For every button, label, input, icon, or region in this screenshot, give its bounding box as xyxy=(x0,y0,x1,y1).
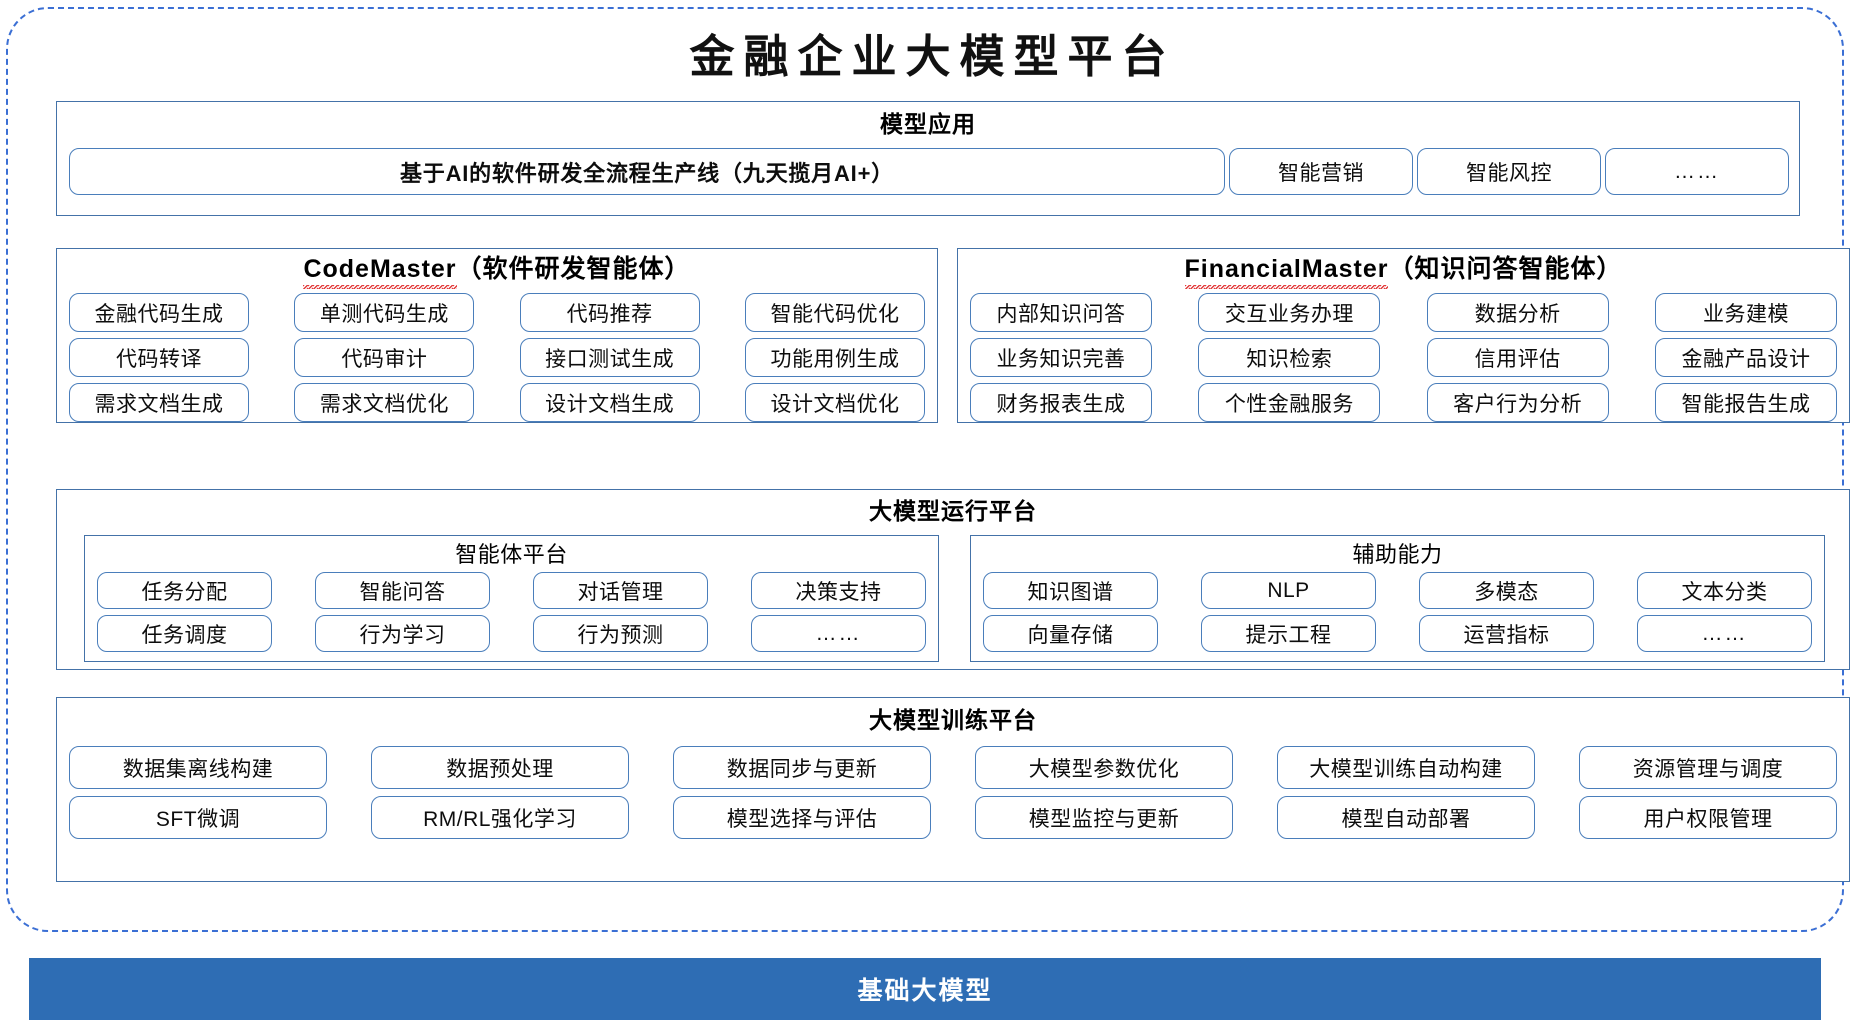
agent-platform-row-1: 任务分配 智能问答 对话管理 决策支持 xyxy=(97,572,926,609)
chip-nlp[interactable]: NLP xyxy=(1201,572,1376,609)
chip-knowledge-retrieval[interactable]: 知识检索 xyxy=(1198,338,1381,377)
section-title-model-application: 模型应用 xyxy=(880,111,976,137)
base-model-bar: 基础大模型 xyxy=(29,958,1821,1020)
chip-design-doc-gen[interactable]: 设计文档生成 xyxy=(519,383,700,422)
chip-business-modeling[interactable]: 业务建模 xyxy=(1654,293,1837,332)
chip-financial-product-design[interactable]: 金融产品设计 xyxy=(1654,338,1837,377)
chip-dataset-offline-build[interactable]: 数据集离线构建 xyxy=(69,746,327,789)
chip-decision-support[interactable]: 决策支持 xyxy=(751,572,926,609)
codemaster-row-2: 代码转译 代码审计 接口测试生成 功能用例生成 xyxy=(69,338,925,377)
training-row-2: SFT微调 RM/RL强化学习 模型选择与评估 模型监控与更新 模型自动部署 用… xyxy=(69,796,1837,839)
chip-knowledge-graph[interactable]: 知识图谱 xyxy=(983,572,1158,609)
agent-platform-row-2: 任务调度 行为学习 行为预测 …… xyxy=(97,615,926,652)
subsection-title-auxiliary-capability: 辅助能力 xyxy=(1352,542,1443,567)
model-application-chip-row: 基于AI的软件研发全流程生产线（九天揽月AI+） 智能营销 智能风控 …… xyxy=(69,148,1789,195)
chip-smart-report-gen[interactable]: 智能报告生成 xyxy=(1654,383,1837,422)
chip-smart-code-optimization[interactable]: 智能代码优化 xyxy=(744,293,925,332)
chip-interactive-business-handling[interactable]: 交互业务办理 xyxy=(1198,293,1381,332)
base-model-label: 基础大模型 xyxy=(857,977,993,1005)
section-title-training-platform: 大模型训练平台 xyxy=(869,707,1037,733)
chip-prompt-engineering[interactable]: 提示工程 xyxy=(1201,615,1376,652)
section-title-runtime-platform: 大模型运行平台 xyxy=(869,498,1037,524)
chip-text-classification[interactable]: 文本分类 xyxy=(1637,572,1812,609)
chip-ai-sdlc-pipeline[interactable]: 基于AI的软件研发全流程生产线（九天揽月AI+） xyxy=(69,148,1225,195)
chip-rm-rl-reinforcement-learning[interactable]: RM/RL强化学习 xyxy=(371,796,629,839)
chip-model-selection-evaluation[interactable]: 模型选择与评估 xyxy=(673,796,931,839)
chip-resource-management-scheduling[interactable]: 资源管理与调度 xyxy=(1579,746,1837,789)
chip-data-analysis[interactable]: 数据分析 xyxy=(1426,293,1609,332)
financialmaster-latin-name: FinancialMaster xyxy=(1184,255,1389,289)
chip-requirement-doc-gen[interactable]: 需求文档生成 xyxy=(69,383,249,422)
chip-credit-assessment[interactable]: 信用评估 xyxy=(1426,338,1609,377)
section-model-application: 模型应用 基于AI的软件研发全流程生产线（九天揽月AI+） 智能营销 智能风控 … xyxy=(56,101,1800,216)
section-training-platform: 大模型训练平台 数据集离线构建 数据预处理 数据同步与更新 大模型参数优化 大模… xyxy=(56,697,1850,882)
financialmaster-cn-name: （知识问答智能体） xyxy=(1388,255,1623,283)
chip-personalized-financial-service[interactable]: 个性金融服务 xyxy=(1198,383,1381,422)
chip-functional-case-gen[interactable]: 功能用例生成 xyxy=(744,338,925,377)
chip-smart-risk-control[interactable]: 智能风控 xyxy=(1417,148,1601,195)
auxiliary-row-2: 向量存储 提示工程 运营指标 …… xyxy=(983,615,1812,652)
chip-financial-statement-gen[interactable]: 财务报表生成 xyxy=(970,383,1152,422)
section-runtime-platform: 大模型运行平台 智能体平台 任务分配 智能问答 对话管理 决策支持 任务调度 行… xyxy=(56,489,1850,670)
chip-requirement-doc-opt[interactable]: 需求文档优化 xyxy=(294,383,475,422)
chip-smart-qa[interactable]: 智能问答 xyxy=(315,572,490,609)
chip-operation-metrics[interactable]: 运营指标 xyxy=(1419,615,1594,652)
chip-interface-test-gen[interactable]: 接口测试生成 xyxy=(519,338,700,377)
chip-code-audit[interactable]: 代码审计 xyxy=(294,338,475,377)
chip-code-translation[interactable]: 代码转译 xyxy=(69,338,249,377)
chip-task-scheduling[interactable]: 任务调度 xyxy=(97,615,272,652)
chip-multimodal[interactable]: 多模态 xyxy=(1419,572,1594,609)
financialmaster-row-3: 财务报表生成 个性金融服务 客户行为分析 智能报告生成 xyxy=(970,383,1837,422)
chip-task-allocation[interactable]: 任务分配 xyxy=(97,572,272,609)
chip-model-auto-deployment[interactable]: 模型自动部署 xyxy=(1277,796,1535,839)
chip-more-applications[interactable]: …… xyxy=(1605,148,1789,195)
chip-model-monitoring-update[interactable]: 模型监控与更新 xyxy=(975,796,1233,839)
auxiliary-capability-grid: 知识图谱 NLP 多模态 文本分类 向量存储 提示工程 运营指标 …… xyxy=(983,572,1812,658)
chip-more-agent-platform[interactable]: …… xyxy=(751,615,926,652)
section-financialmaster: FinancialMaster（知识问答智能体） 内部知识问答 交互业务办理 数… xyxy=(957,248,1850,423)
chip-more-auxiliary[interactable]: …… xyxy=(1637,615,1812,652)
subsection-title-agent-platform: 智能体平台 xyxy=(455,542,568,567)
diagram-outer-frame xyxy=(6,7,1844,932)
codemaster-row-1: 金融代码生成 单测代码生成 代码推荐 智能代码优化 xyxy=(69,293,925,332)
chip-training-auto-build[interactable]: 大模型训练自动构建 xyxy=(1277,746,1535,789)
chip-customer-behavior-analysis[interactable]: 客户行为分析 xyxy=(1426,383,1609,422)
chip-smart-marketing[interactable]: 智能营销 xyxy=(1229,148,1413,195)
chip-data-preprocessing[interactable]: 数据预处理 xyxy=(371,746,629,789)
codemaster-row-3: 需求文档生成 需求文档优化 设计文档生成 设计文档优化 xyxy=(69,383,925,422)
codemaster-latin-name: CodeMaster xyxy=(303,255,457,289)
chip-user-permission-management[interactable]: 用户权限管理 xyxy=(1579,796,1837,839)
chip-dialog-management[interactable]: 对话管理 xyxy=(533,572,708,609)
section-codemaster: CodeMaster（软件研发智能体） 金融代码生成 单测代码生成 代码推荐 智… xyxy=(56,248,938,423)
subsection-agent-platform: 智能体平台 任务分配 智能问答 对话管理 决策支持 任务调度 行为学习 行为预测… xyxy=(84,535,939,662)
section-title-financialmaster: FinancialMaster（知识问答智能体） xyxy=(958,254,1849,289)
training-row-1: 数据集离线构建 数据预处理 数据同步与更新 大模型参数优化 大模型训练自动构建 … xyxy=(69,746,1837,789)
chip-code-recommendation[interactable]: 代码推荐 xyxy=(519,293,700,332)
training-platform-grid: 数据集离线构建 数据预处理 数据同步与更新 大模型参数优化 大模型训练自动构建 … xyxy=(69,746,1837,846)
chip-behavior-learning[interactable]: 行为学习 xyxy=(315,615,490,652)
codemaster-cn-name: （软件研发智能体） xyxy=(456,255,691,283)
codemaster-capability-grid: 金融代码生成 单测代码生成 代码推荐 智能代码优化 代码转译 代码审计 接口测试… xyxy=(69,293,925,428)
chip-model-param-optimization[interactable]: 大模型参数优化 xyxy=(975,746,1233,789)
agent-platform-grid: 任务分配 智能问答 对话管理 决策支持 任务调度 行为学习 行为预测 …… xyxy=(97,572,926,658)
chip-internal-knowledge-qa[interactable]: 内部知识问答 xyxy=(970,293,1152,332)
financialmaster-row-1: 内部知识问答 交互业务办理 数据分析 业务建模 xyxy=(970,293,1837,332)
chip-sft-finetune[interactable]: SFT微调 xyxy=(69,796,327,839)
auxiliary-row-1: 知识图谱 NLP 多模态 文本分类 xyxy=(983,572,1812,609)
chip-business-knowledge-improvement[interactable]: 业务知识完善 xyxy=(970,338,1152,377)
chip-unit-test-code-gen[interactable]: 单测代码生成 xyxy=(294,293,475,332)
subsection-auxiliary-capability: 辅助能力 知识图谱 NLP 多模态 文本分类 向量存储 提示工程 运营指标 …… xyxy=(970,535,1825,662)
chip-vector-storage[interactable]: 向量存储 xyxy=(983,615,1158,652)
chip-finance-code-gen[interactable]: 金融代码生成 xyxy=(69,293,249,332)
chip-design-doc-opt[interactable]: 设计文档优化 xyxy=(744,383,925,422)
section-title-codemaster: CodeMaster（软件研发智能体） xyxy=(57,254,937,289)
financialmaster-row-2: 业务知识完善 知识检索 信用评估 金融产品设计 xyxy=(970,338,1837,377)
chip-behavior-prediction[interactable]: 行为预测 xyxy=(533,615,708,652)
financialmaster-capability-grid: 内部知识问答 交互业务办理 数据分析 业务建模 业务知识完善 知识检索 信用评估… xyxy=(970,293,1837,428)
page-title: 金融企业大模型平台 xyxy=(689,32,1176,82)
chip-data-sync-update[interactable]: 数据同步与更新 xyxy=(673,746,931,789)
